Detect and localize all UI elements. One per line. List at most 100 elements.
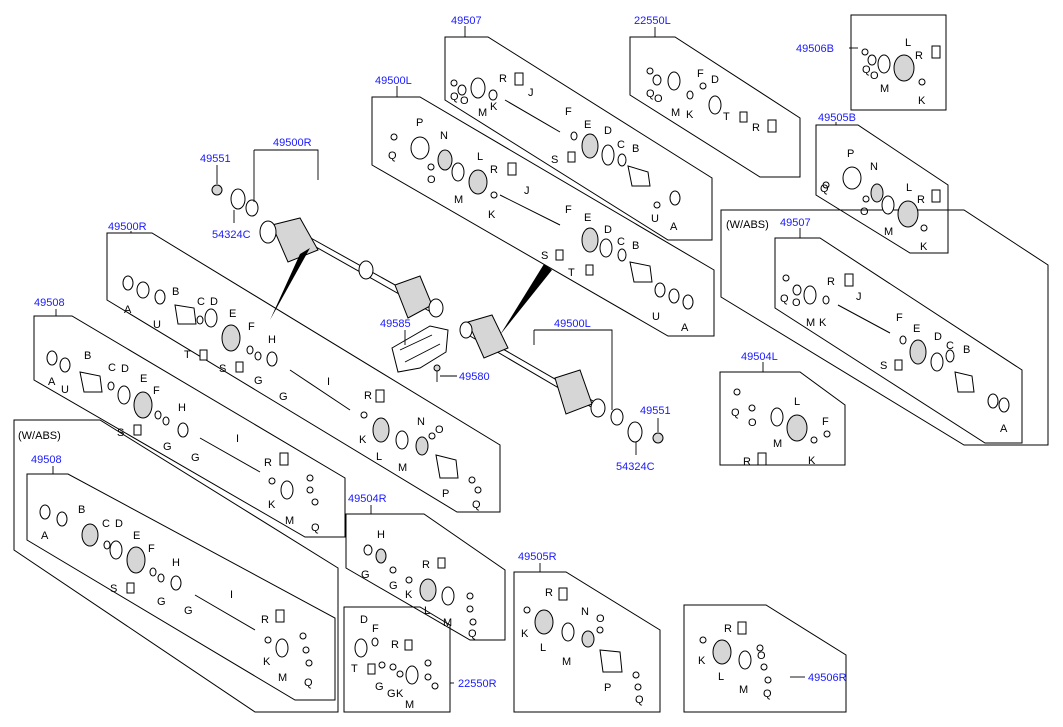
washer-54324C-b — [627, 421, 643, 443]
group-box-49500L-top — [371, 96, 715, 337]
group-box-49507-top — [444, 36, 713, 241]
label-E: E — [584, 119, 591, 131]
label-M: M — [398, 462, 407, 474]
label-U: U — [61, 384, 69, 396]
label-Q: Q — [820, 183, 829, 195]
label-D: D — [604, 125, 612, 137]
label-T: T — [184, 349, 191, 361]
group-box-49500R — [106, 232, 501, 513]
label-F: F — [372, 623, 379, 635]
label-A: A — [48, 376, 56, 388]
label-O: O — [860, 206, 869, 218]
group-box-49508-abs — [13, 419, 339, 713]
label-T: T — [723, 111, 730, 123]
group-box-49504L — [719, 371, 846, 466]
label-J: J — [856, 291, 862, 303]
label-M: M — [806, 317, 815, 329]
label-M: M — [443, 617, 452, 629]
label-H: H — [172, 557, 180, 569]
label-F: F — [697, 68, 704, 80]
label-D: D — [360, 614, 368, 626]
label-G: G — [254, 375, 263, 387]
label-C: C — [946, 340, 954, 352]
label-F: F — [565, 204, 572, 216]
callout-49500L-mid: 49500L — [554, 318, 591, 330]
label-R: R — [499, 73, 507, 85]
callout-49506B: 49506B — [796, 43, 834, 55]
label-A: A — [41, 530, 49, 542]
group-box-49507-abs-inner — [774, 237, 1023, 444]
group-box-49507-abs — [720, 209, 1049, 446]
label-M: M — [405, 699, 414, 711]
label-F: F — [153, 385, 160, 397]
label-K: K — [490, 101, 498, 113]
label-O: O — [427, 174, 436, 186]
pointer-wedge-left — [500, 264, 552, 335]
group-box-22550R — [343, 606, 451, 713]
label-O: O — [757, 650, 766, 662]
label-R: R — [264, 457, 272, 469]
callout-49504R: 49504R — [348, 493, 387, 505]
label-B: B — [963, 344, 970, 356]
label-M: M — [880, 83, 889, 95]
group-box-49506B — [850, 14, 947, 111]
note-wabs-left: (W/ABS) — [18, 430, 61, 442]
label-M: M — [562, 656, 571, 668]
callout-49507-top: 49507 — [451, 15, 482, 27]
label-Q: Q — [635, 694, 644, 706]
label-M: M — [884, 226, 893, 238]
label-E: E — [584, 212, 591, 224]
callout-49508-b: 49508 — [31, 454, 62, 466]
label-R: R — [827, 276, 835, 288]
label-G: G — [163, 441, 172, 453]
label-K: K — [819, 317, 827, 329]
label-E: E — [133, 530, 140, 542]
label-E: E — [913, 323, 920, 335]
label-K: K — [405, 589, 413, 601]
label-L: L — [477, 151, 483, 163]
label-B: B — [632, 240, 639, 252]
label-G: G — [375, 681, 384, 693]
callout-49500R-top: 49500R — [273, 137, 312, 149]
label-C: C — [197, 296, 205, 308]
label-N: N — [581, 606, 589, 618]
label-Q: Q — [646, 88, 655, 100]
label-S: S — [219, 363, 226, 375]
label-R: R — [917, 194, 925, 206]
label-K: K — [698, 655, 706, 667]
label-Q: Q — [731, 407, 740, 419]
callout-49505R: 49505R — [518, 551, 557, 563]
label-S: S — [110, 583, 117, 595]
label-C: C — [617, 139, 625, 151]
leader-lines — [52, 26, 858, 684]
label-M: M — [478, 107, 487, 119]
label-K: K — [918, 95, 926, 107]
label-H: H — [268, 334, 276, 346]
label-D: D — [711, 74, 719, 86]
label-F: F — [148, 543, 155, 555]
callout-49500R-box: 49500R — [108, 221, 147, 233]
label-Q: Q — [450, 91, 459, 103]
label-A: A — [1000, 423, 1008, 435]
label-K: K — [263, 656, 271, 668]
label-G: G — [157, 596, 166, 608]
callout-49580: 49580 — [459, 371, 490, 383]
label-A: A — [124, 304, 132, 316]
label-H: H — [377, 529, 385, 541]
label-R: R — [724, 623, 732, 635]
callout-49505B: 49505B — [818, 112, 856, 124]
callout-22550R: 22550R — [458, 678, 497, 690]
label-C: C — [108, 362, 116, 374]
label-O: O — [596, 613, 605, 625]
assembled-shaft-left — [459, 314, 606, 418]
label-O: O — [870, 70, 879, 82]
label-I: I — [236, 433, 239, 445]
label-H: H — [178, 402, 186, 414]
callout-49551-b: 49551 — [640, 405, 671, 417]
group-box-49505B — [815, 124, 949, 254]
pointer-wedge-right — [270, 248, 310, 320]
label-F: F — [822, 416, 829, 428]
group-box-49508-b — [26, 473, 336, 701]
group-box-49505R — [513, 571, 661, 713]
label-P: P — [442, 488, 449, 500]
